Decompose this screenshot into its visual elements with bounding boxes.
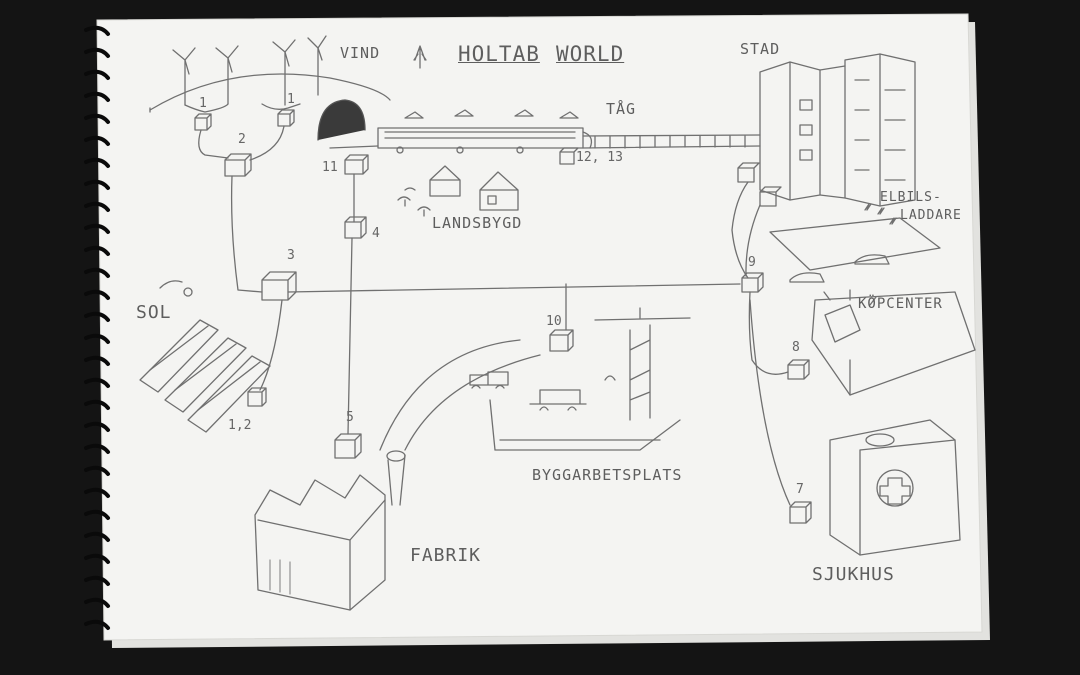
number-10: 10 xyxy=(546,314,562,329)
number-3: 3 xyxy=(287,248,295,263)
wind-turbines xyxy=(172,35,327,113)
title-holtab: HOLTAB xyxy=(458,42,540,66)
number-8: 8 xyxy=(792,340,800,355)
label-sol: SOL xyxy=(136,302,172,323)
number-5: 5 xyxy=(346,410,354,425)
solar-panels xyxy=(139,280,271,433)
number-1b: 1 xyxy=(287,92,295,107)
label-elbilsladdare-2: LADDARE xyxy=(900,208,962,223)
label-elbilsladdare-1: ELBILS- xyxy=(880,190,942,205)
title-world: WORLD xyxy=(556,42,625,66)
number-11: 11 xyxy=(322,160,338,175)
number-2: 2 xyxy=(238,132,246,147)
number-7: 7 xyxy=(796,482,804,497)
label-landsbygd: LANDSBYGD xyxy=(432,214,523,232)
hill xyxy=(149,73,391,141)
label-fabrik: FABRIK xyxy=(410,545,482,566)
tree-icon xyxy=(413,45,427,69)
number-1-2: 1,2 xyxy=(228,418,252,433)
label-sjukhus: SJUKHUS xyxy=(812,564,895,585)
factory xyxy=(254,450,406,611)
power-cables xyxy=(198,125,791,506)
label-stad: STAD xyxy=(740,40,781,58)
label-vind: VIND xyxy=(340,44,381,62)
label-tag: TÅG xyxy=(606,100,637,118)
number-12-13: 12, 13 xyxy=(576,150,623,165)
train xyxy=(329,109,761,154)
label-kopcenter: KÖPCENTER xyxy=(858,296,943,312)
number-1a: 1 xyxy=(199,96,207,111)
spiral-binding xyxy=(84,25,110,630)
paper-stack xyxy=(96,13,990,648)
houses xyxy=(397,165,519,217)
number-4: 4 xyxy=(372,226,380,241)
hospital xyxy=(829,419,961,556)
ev-parking xyxy=(769,203,941,283)
city-buildings xyxy=(759,53,916,207)
number-9: 9 xyxy=(748,255,756,270)
shopping-mall xyxy=(811,289,976,396)
construction-site xyxy=(379,307,691,451)
label-byggarbetsplats: BYGGARBETSPLATS xyxy=(532,466,683,484)
